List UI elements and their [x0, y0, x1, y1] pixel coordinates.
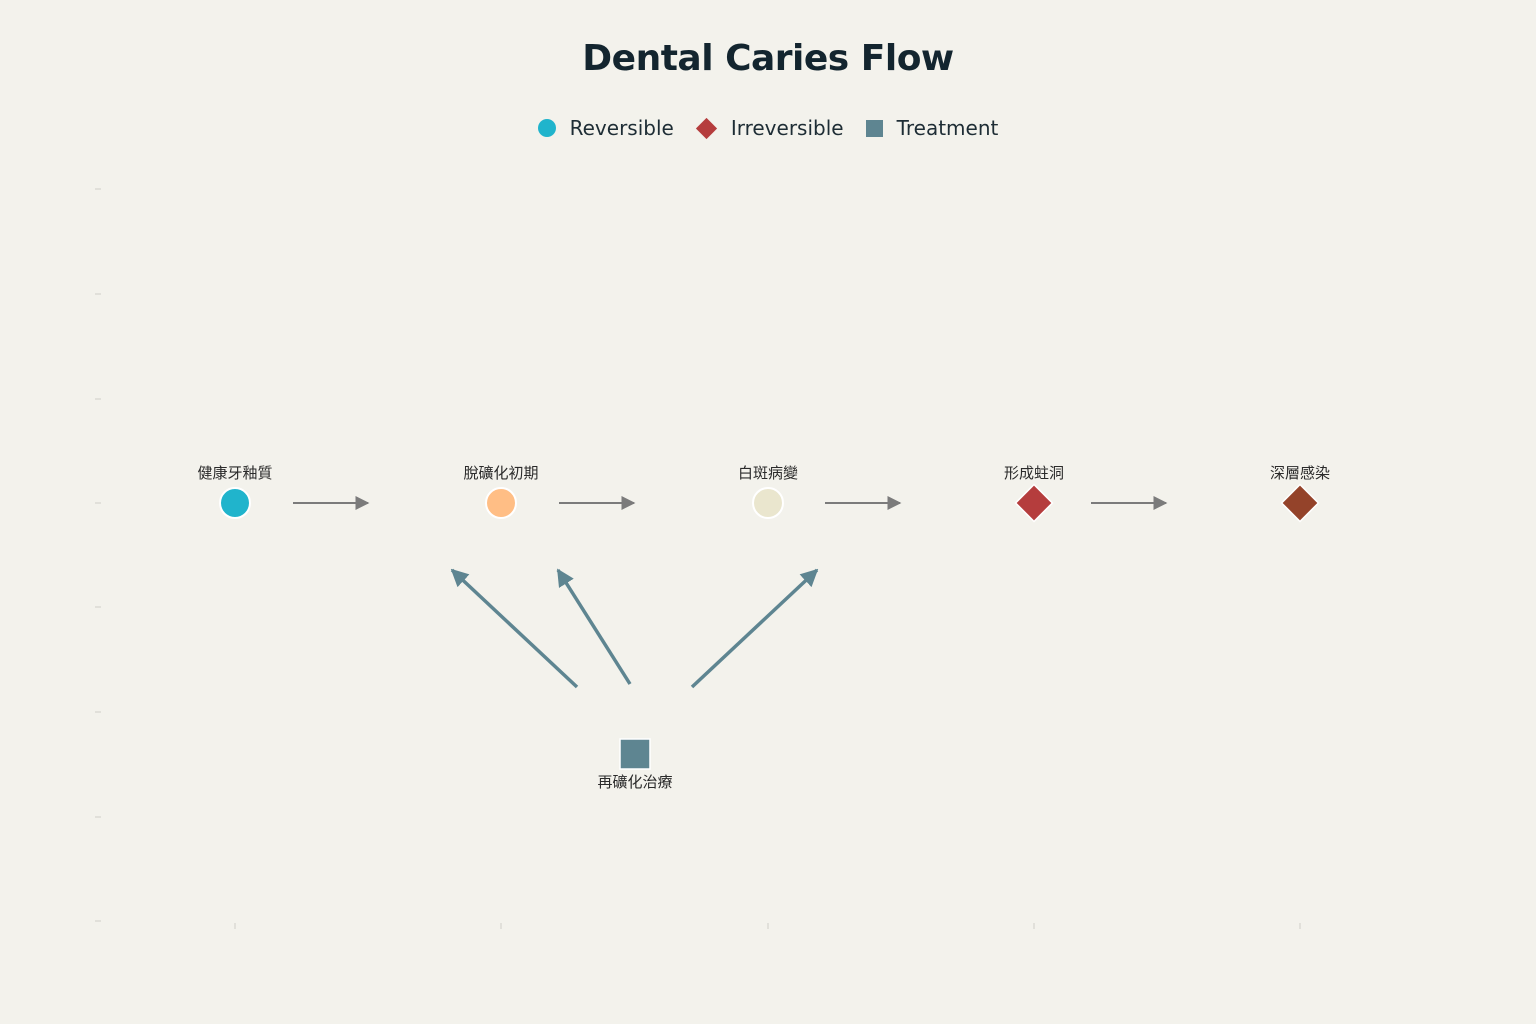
node-early-demineralization [485, 487, 517, 519]
treatment-arrow [690, 568, 819, 689]
legend-label: Treatment [896, 116, 999, 140]
node-label: 形成蛀洞 [1004, 464, 1064, 482]
node-label: 健康牙釉質 [197, 464, 272, 482]
node-white-spot-lesion [752, 487, 784, 519]
treatment-arrow [450, 568, 579, 689]
node-deep-infection [1280, 483, 1320, 523]
diagram-title: Dental Caries Flow [582, 38, 954, 79]
node-label: 深層感染 [1270, 464, 1330, 482]
axis-ticks [95, 188, 1301, 929]
legend-item-treatment: Treatment [865, 116, 999, 140]
treatment-arrow [556, 568, 632, 685]
legend-circle-swatch [537, 119, 556, 137]
node-label: 白斑病變 [738, 464, 798, 482]
legend-label: Reversible [569, 116, 674, 140]
legend-square-swatch [865, 119, 883, 137]
legend-label: Irreversible [730, 116, 844, 140]
node-label: 再礦化治療 [597, 773, 672, 791]
node-healthy-enamel [219, 487, 251, 519]
node-label: 脫礦化初期 [463, 464, 538, 482]
legend-item-reversible: Reversible [537, 116, 674, 140]
node-remineralization-treatment [619, 738, 651, 770]
node-cavity-formation [1014, 483, 1054, 523]
legend-item-irreversible: Irreversible [695, 116, 844, 140]
legend: Reversible Irreversible Treatment [0, 116, 1536, 140]
